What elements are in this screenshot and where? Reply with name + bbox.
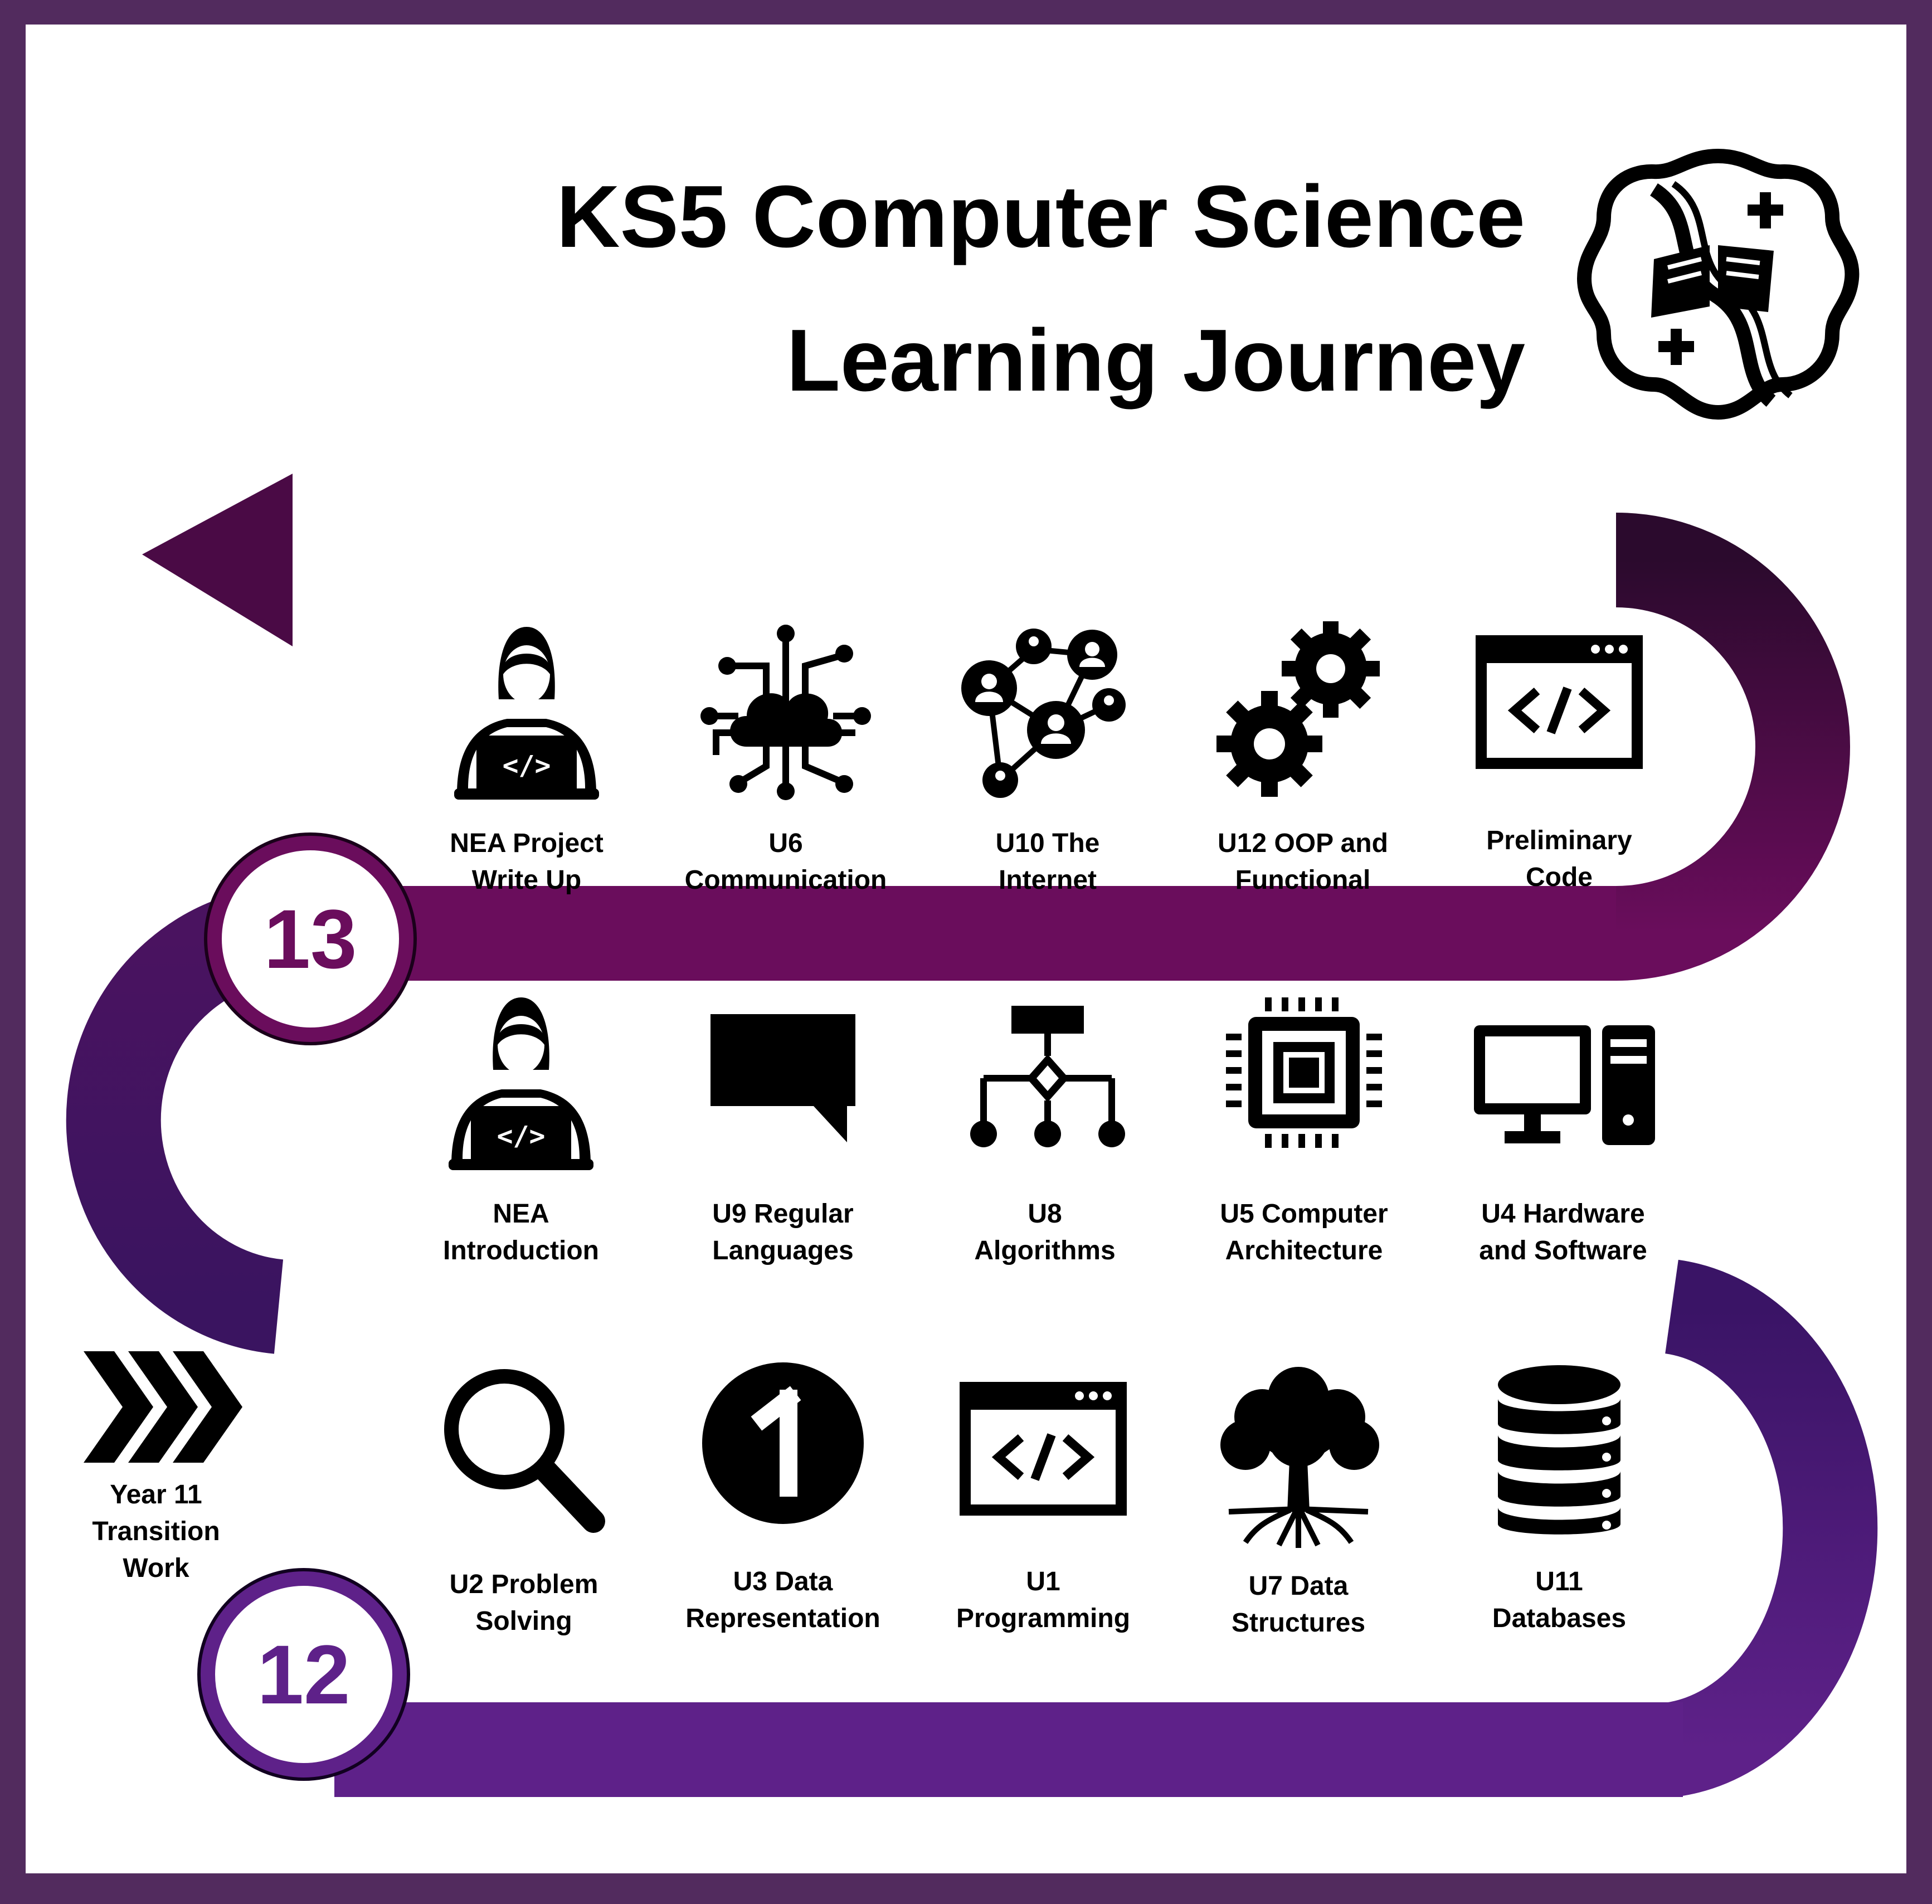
unit-u7-data-structures: U7 Data Structures bbox=[1176, 1364, 1421, 1642]
unit-label: U7 Data Structures bbox=[1231, 1571, 1366, 1638]
developer-laptop-icon: </> bbox=[449, 997, 593, 1170]
road-arrow-head bbox=[142, 474, 293, 646]
year-13-badge: 13 bbox=[207, 836, 413, 1042]
unit-u4-hardware-and-software: U4 Hardware and Software bbox=[1441, 992, 1686, 1269]
svg-text:</>: </> bbox=[497, 1121, 546, 1152]
unit-label: U2 Problem Solving bbox=[449, 1570, 598, 1636]
number-one-icon bbox=[702, 1362, 864, 1524]
unit-label: U9 Regular Languages bbox=[712, 1199, 854, 1265]
unit-u3-data-representation: U3 Data Representation bbox=[660, 1360, 906, 1637]
unit-u1-programming: U1 Programming bbox=[921, 1360, 1166, 1637]
speech-bubble-icon bbox=[710, 1014, 855, 1142]
unit-u9-regular-languages: U9 Regular Languages bbox=[660, 992, 906, 1269]
page-title-line1: KS5 Computer Science bbox=[556, 168, 1525, 266]
unit-nea-introduction: </> NEA Introduction bbox=[398, 992, 644, 1269]
unit-label: U10 The Internet bbox=[995, 829, 1100, 895]
year-11-transition-label: Year 11 Transition Work bbox=[92, 1480, 220, 1583]
svg-text:</>: </> bbox=[503, 750, 551, 781]
database-icon bbox=[1498, 1365, 1620, 1535]
unit-preliminary-code: Preliminary Code bbox=[1437, 619, 1682, 896]
code-window-icon bbox=[1476, 635, 1643, 769]
tree-roots-icon bbox=[1220, 1367, 1379, 1548]
unit-u11-databases: U11 Databases bbox=[1437, 1360, 1682, 1637]
year-12-badge: 12 bbox=[201, 1571, 407, 1778]
unit-label: NEA Project Write Up bbox=[450, 829, 604, 895]
flowchart-icon bbox=[970, 1006, 1125, 1147]
code-window-icon bbox=[960, 1382, 1127, 1516]
unit-u6-communication: U6 Communication bbox=[663, 621, 908, 899]
future-pathways-label: FUTURE PATHWAYS bbox=[305, 506, 1195, 607]
desktop-computer-icon bbox=[1474, 1025, 1655, 1145]
gears-icon bbox=[1216, 621, 1380, 797]
unit-label: U8 Algorithms bbox=[974, 1199, 1116, 1265]
school-crest-icon bbox=[1576, 148, 1860, 420]
unit-label: U5 Computer Architecture bbox=[1220, 1199, 1388, 1265]
road-right-upper-curve bbox=[1615, 513, 1850, 981]
unit-u2-problem-solving: U2 Problem Solving bbox=[401, 1362, 646, 1640]
unit-nea-project-write-up: </> NEA Project Write Up bbox=[404, 621, 649, 899]
unit-u10-the-internet: U10 The Internet bbox=[925, 621, 1170, 899]
road-right-lower-curve bbox=[1664, 1259, 1878, 1797]
page-title-line2: Learning Journey bbox=[786, 311, 1525, 410]
magnifier-icon bbox=[444, 1369, 605, 1533]
developer-laptop-icon: </> bbox=[454, 627, 599, 800]
cloud-network-icon bbox=[700, 625, 871, 800]
unit-label: NEA Introduction bbox=[443, 1199, 599, 1265]
unit-label: U3 Data Representation bbox=[685, 1567, 880, 1633]
unit-u8-algorithms: U8 Algorithms bbox=[922, 992, 1167, 1269]
unit-label: U6 Communication bbox=[684, 829, 887, 895]
unit-label: U1 Programming bbox=[956, 1567, 1131, 1633]
unit-label: Preliminary Code bbox=[1486, 826, 1632, 892]
unit-label: U12 OOP and Functional bbox=[1218, 829, 1388, 895]
chevrons-right-icon bbox=[84, 1351, 242, 1463]
unit-u5-computer-architecture: U5 Computer Architecture bbox=[1181, 992, 1427, 1269]
unit-label: U11 Databases bbox=[1492, 1567, 1627, 1633]
cpu-chip-icon bbox=[1226, 997, 1382, 1148]
unit-label: U4 Hardware and Software bbox=[1479, 1199, 1647, 1265]
unit-u12-oop-and-functional: U12 OOP and Functional bbox=[1180, 621, 1425, 899]
people-network-icon bbox=[961, 629, 1126, 798]
